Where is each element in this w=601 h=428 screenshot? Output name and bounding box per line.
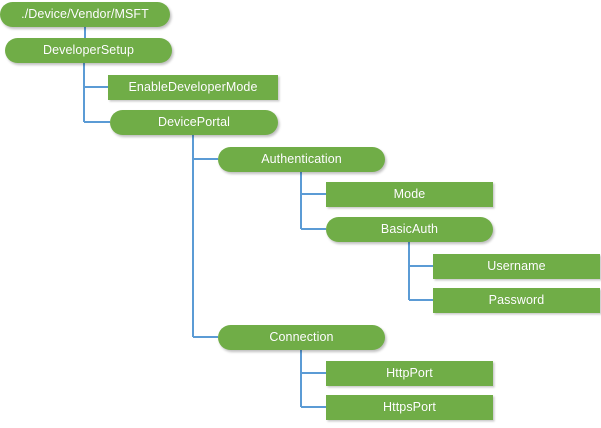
node-password[interactable]: Password (433, 288, 600, 313)
node-deviceportal[interactable]: DevicePortal (110, 110, 278, 135)
node-deviceportal-label: DevicePortal (157, 115, 231, 130)
node-root-label: ./Device/Vendor/MSFT (21, 7, 149, 22)
node-developersetup-label: DeveloperSetup (42, 43, 135, 58)
node-mode[interactable]: Mode (326, 182, 493, 207)
node-httpsport[interactable]: HttpsPort (326, 395, 493, 420)
node-basicauth[interactable]: BasicAuth (326, 217, 493, 242)
node-password-label: Password (488, 293, 545, 308)
node-developersetup[interactable]: DeveloperSetup (5, 38, 172, 63)
node-connection[interactable]: Connection (218, 325, 385, 350)
node-enabledevelopermode[interactable]: EnableDeveloperMode (108, 75, 278, 100)
node-httpport[interactable]: HttpPort (326, 361, 493, 386)
node-httpport-label: HttpPort (386, 366, 433, 381)
node-authentication-label: Authentication (261, 152, 342, 167)
node-authentication[interactable]: Authentication (218, 147, 385, 172)
node-username[interactable]: Username (433, 254, 600, 279)
node-httpsport-label: HttpsPort (383, 400, 436, 415)
node-basicauth-label: BasicAuth (380, 222, 439, 237)
node-enabledevelopermode-label: EnableDeveloperMode (128, 80, 258, 95)
node-root[interactable]: ./Device/Vendor/MSFT (0, 2, 170, 27)
node-username-label: Username (487, 259, 546, 274)
node-mode-label: Mode (393, 187, 426, 202)
node-connection-label: Connection (269, 330, 334, 345)
